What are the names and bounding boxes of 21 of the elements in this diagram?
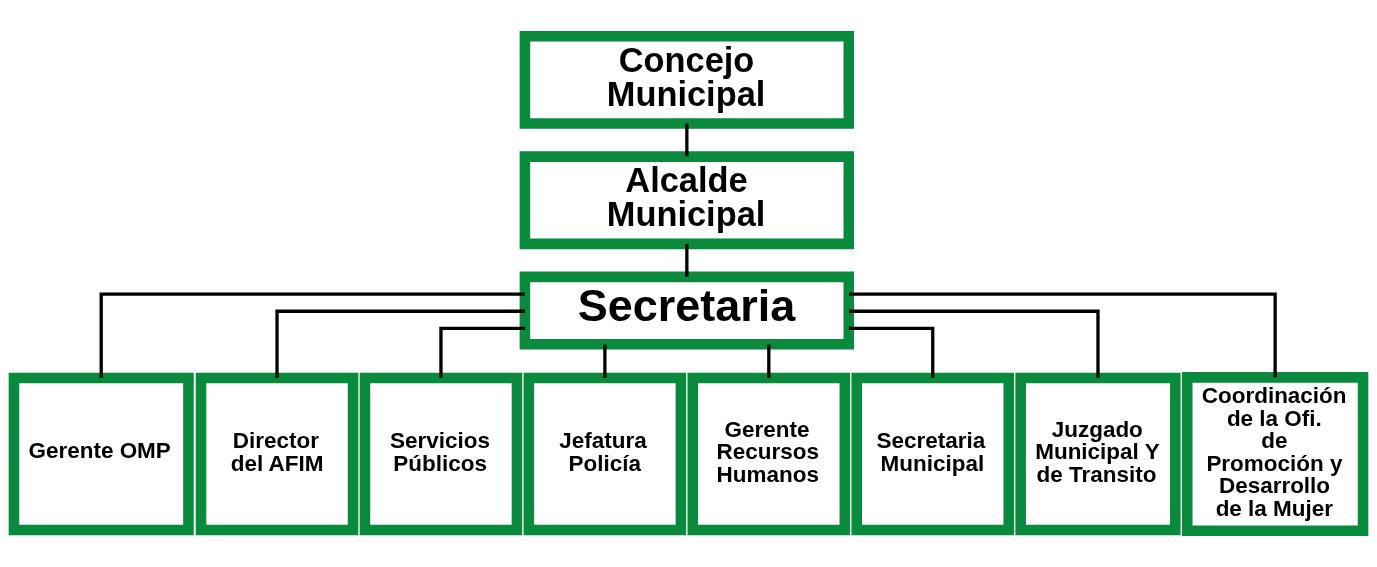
connector <box>849 309 1100 378</box>
node-box: Jefatura Policía <box>523 372 687 536</box>
node-box: Juzgado Municipal Y de Transito <box>1015 372 1181 536</box>
node-box: Secretaria <box>519 271 855 350</box>
node-box: Alcalde Municipal <box>519 151 855 250</box>
connector <box>848 326 935 378</box>
connector <box>439 326 525 378</box>
node-box: Gerente OMP <box>8 372 194 536</box>
connector <box>849 292 1277 378</box>
node-box: Director del AFIM <box>195 372 359 536</box>
node-box: Coordinación de la Ofi. de Promoción y Desarrollo de la Mujer <box>1181 372 1369 536</box>
connector <box>275 309 525 378</box>
node-box: Servicios Públicos <box>359 372 523 536</box>
connector <box>685 123 689 157</box>
connector <box>685 243 689 277</box>
node-box: Concejo Municipal <box>519 31 855 129</box>
node-box: Gerente Recursos Humanos <box>687 372 851 536</box>
node-box: Secretaria Municipal <box>851 372 1015 536</box>
connector <box>767 344 771 378</box>
connector <box>99 292 525 378</box>
connector <box>603 344 607 378</box>
